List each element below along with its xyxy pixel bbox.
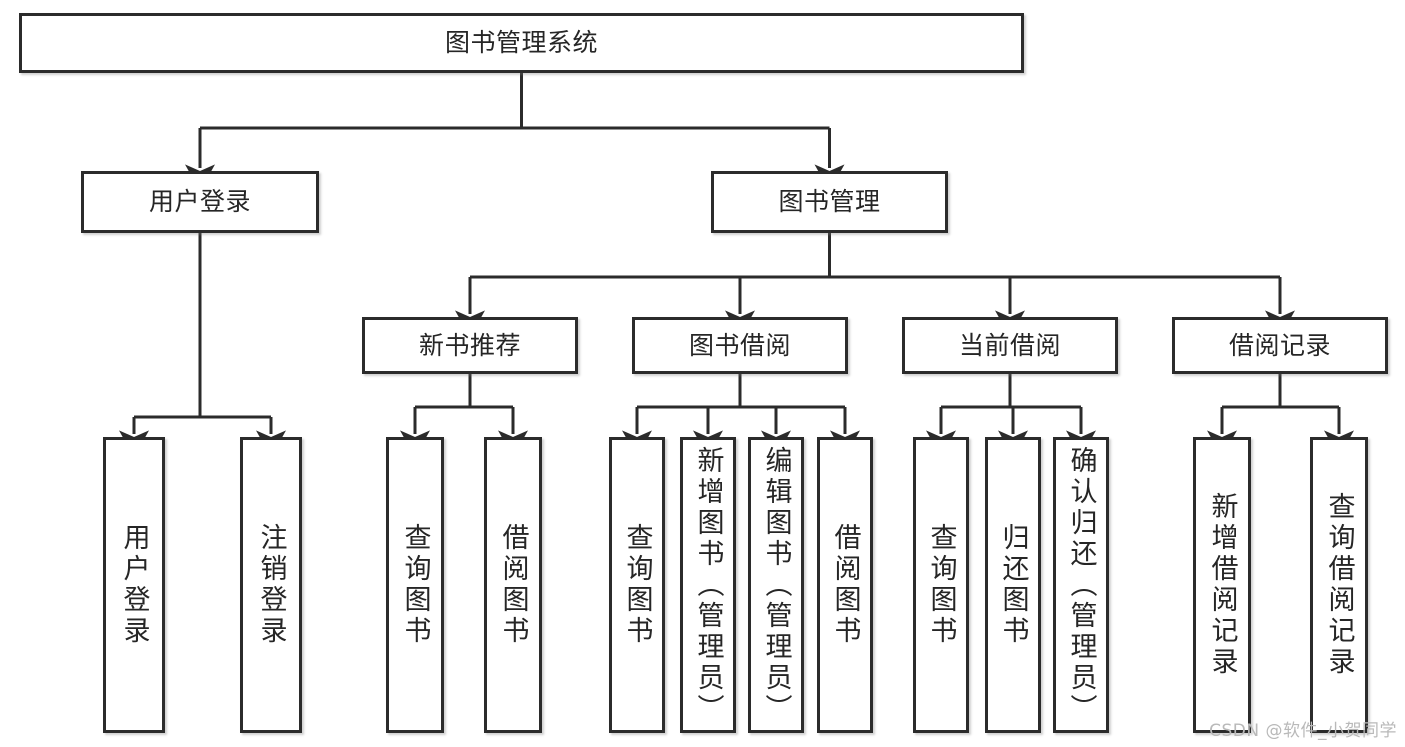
node-label: 编辑图书（管理员） — [760, 445, 792, 725]
node-current-borrow[interactable]: 当前借阅 — [902, 317, 1118, 374]
node-leaf-borrow-edit[interactable]: 编辑图书（管理员） — [748, 437, 804, 733]
node-leaf-borrow-add[interactable]: 新增图书（管理员） — [680, 437, 736, 733]
connector-lines — [119, 73, 1354, 458]
node-label: 用户登录 — [118, 523, 150, 647]
node-root[interactable]: 图书管理系统 — [19, 13, 1024, 73]
node-label: 查询图书 — [621, 523, 653, 647]
node-label: 新书推荐 — [418, 330, 521, 360]
node-label: 归还图书 — [997, 523, 1029, 647]
node-label: 查询图书 — [399, 523, 431, 647]
node-leaf-cur-return[interactable]: 归还图书 — [985, 437, 1041, 733]
node-book-borrow[interactable]: 图书借阅 — [632, 317, 848, 374]
node-label: 借阅图书 — [497, 523, 529, 647]
node-new-book-rec[interactable]: 新书推荐 — [362, 317, 578, 374]
node-leaf-cur-confirm[interactable]: 确认归还（管理员） — [1053, 437, 1109, 733]
node-label: 注销登录 — [255, 523, 287, 647]
node-leaf-rec-borrow[interactable]: 借阅图书 — [484, 437, 542, 733]
node-label: 当前借阅 — [958, 330, 1061, 360]
watermark-text: CSDN @软件_小贺同学 — [1209, 721, 1397, 741]
node-borrow-record[interactable]: 借阅记录 — [1172, 317, 1388, 374]
node-label: 新增图书（管理员） — [692, 445, 724, 725]
node-leaf-user-login[interactable]: 用户登录 — [103, 437, 165, 733]
node-leaf-borrow-do[interactable]: 借阅图书 — [817, 437, 873, 733]
node-leaf-cur-query[interactable]: 查询图书 — [913, 437, 969, 733]
node-label: 确认归还（管理员） — [1065, 445, 1097, 725]
node-label: 查询图书 — [925, 523, 957, 647]
node-user-login[interactable]: 用户登录 — [81, 171, 319, 233]
node-label: 图书管理 — [778, 187, 881, 217]
node-book-manage[interactable]: 图书管理 — [711, 171, 948, 233]
node-label: 图书管理系统 — [444, 28, 598, 58]
node-label: 借阅记录 — [1228, 330, 1331, 360]
node-leaf-borrow-query[interactable]: 查询图书 — [609, 437, 665, 733]
node-label: 新增借阅记录 — [1206, 492, 1238, 678]
node-leaf-logout[interactable]: 注销登录 — [240, 437, 302, 733]
node-label: 图书借阅 — [688, 330, 791, 360]
node-label: 用户登录 — [148, 187, 251, 217]
node-leaf-rec-query[interactable]: 查询图书 — [386, 437, 444, 733]
node-leaf-rec-search[interactable]: 查询借阅记录 — [1310, 437, 1368, 733]
node-leaf-rec-add[interactable]: 新增借阅记录 — [1193, 437, 1251, 733]
node-label: 查询借阅记录 — [1323, 492, 1355, 678]
node-label: 借阅图书 — [829, 523, 861, 647]
